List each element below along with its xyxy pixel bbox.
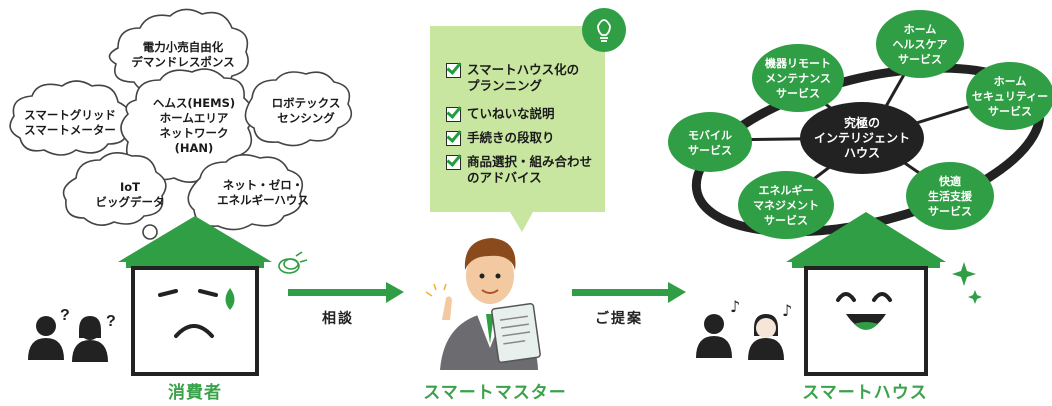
checkbox-checked-icon: [446, 155, 461, 170]
cloud-robotics: [244, 71, 353, 147]
service-oval: [738, 171, 834, 239]
checklist-item: 手続きの段取り: [446, 130, 555, 146]
checklist-item: スマートハウス化のプランニング: [446, 62, 579, 94]
cloud-power-retail-text: 電力小売自由化デマンドレスポンス: [131, 40, 235, 69]
question-mark-icon: ?: [106, 313, 116, 330]
cloud-net-zero-text: ネット・ゼロ・エネルギーハウス: [217, 178, 309, 207]
service-healthcare-text: ホームヘルスケアサービス: [892, 23, 948, 66]
center-oval-text: 究極のインテリジェントハウス: [813, 116, 910, 160]
service-oval: [876, 10, 964, 78]
consumer-people-icon: [28, 316, 108, 362]
music-note-icon: ♪: [730, 297, 740, 316]
service-oval: [752, 44, 844, 112]
cloud-robotics-text: ロボテックスセンシング: [271, 96, 341, 125]
consumer-house: [118, 216, 308, 376]
cloud-smartgrid-text: スマートグリッドスマートメーター: [24, 108, 116, 137]
sweat-drop-icon: [225, 288, 235, 310]
checkbox-checked-icon: [446, 107, 461, 122]
consult-label: 相談: [322, 311, 354, 327]
service-oval: [668, 112, 752, 172]
service-security-text: ホームセキュリティーサービス: [971, 75, 1049, 118]
checkbox-checked-icon: [446, 63, 461, 78]
sparkle-icon: [425, 283, 447, 297]
lightbulb-icon: [582, 8, 626, 52]
cloud-iot: [62, 152, 167, 226]
question-mark-icon: ?: [60, 307, 70, 324]
service-ring: [668, 10, 1052, 239]
music-note-icon: ♪: [782, 301, 792, 320]
arrow-propose: [572, 282, 686, 303]
center-oval: [800, 102, 924, 174]
checklist-item: 商品選択・組み合わせのアドバイス: [446, 154, 592, 186]
cloud-hems-text: ヘムス(HEMS)ホームエリア ネットワーク(HAN): [152, 96, 236, 155]
checklist-item: ていねいな説明: [446, 106, 555, 122]
smart-master-person: [425, 238, 541, 370]
thought-clouds: [9, 8, 353, 254]
service-oval: [906, 162, 994, 230]
master-speech-bubble: [430, 8, 626, 232]
propose-label: ご提案: [595, 311, 643, 327]
service-remote-text: 機器リモートメンテナンスサービス: [765, 57, 831, 100]
happy-people-icon: ♪ ♪: [696, 297, 792, 360]
smart-house: [786, 212, 982, 376]
checkbox-checked-icon: [446, 131, 461, 146]
consumer-caption: 消費者: [168, 383, 222, 403]
sparkle-icon: [952, 262, 982, 304]
service-comfort-text: 快適生活支援サービス: [928, 175, 972, 218]
smarthouse-caption: スマートハウス: [802, 383, 928, 403]
master-caption: スマートマスター: [423, 383, 567, 403]
service-energy-text: エネルギーマネジメントサービス: [753, 184, 819, 227]
arrow-consult: [288, 282, 404, 303]
service-oval: [966, 62, 1052, 130]
worry-scribble-icon: [278, 251, 308, 274]
service-mobile-text: モバイルサービス: [688, 129, 732, 157]
